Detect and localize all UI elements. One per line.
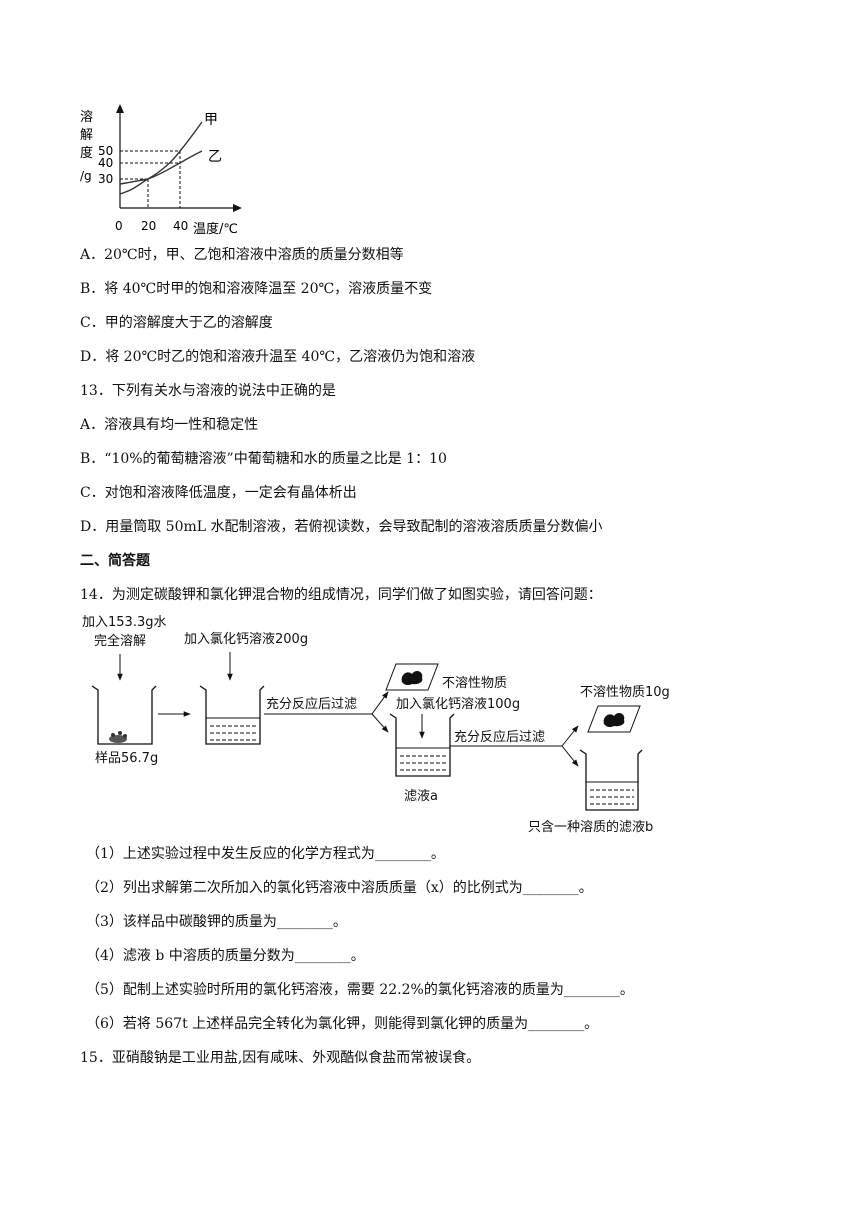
- graph-ylabel-1: 溶: [80, 110, 93, 125]
- q15-stem: 15．亚硝酸钠是工业用盐,因有咸味、外观酷似食盐而常被误食。: [80, 1050, 481, 1066]
- x-axis-label: 温度/℃: [193, 221, 238, 237]
- label-sample: 样品56.7g: [95, 751, 158, 766]
- graph-ylabel-3: 度: [80, 145, 93, 161]
- x-tick-20: 20: [141, 219, 156, 233]
- q14-sub-3: （3）该样品中碳酸钾的质量为________。: [86, 914, 347, 930]
- y-tick-40: 40: [98, 156, 113, 170]
- q13-option-d: D．用量筒取 50mL 水配制溶液，若俯视读数，会导致配制的溶液溶质质量分数偏小: [80, 519, 603, 535]
- label-react-filter-1: 充分反应后过滤: [266, 696, 357, 712]
- arrow-to-insoluble-2: [561, 725, 579, 747]
- q14-sub-4: （4）滤液 b 中溶质的质量分数为________。: [86, 948, 365, 964]
- q14-sub-1: （1）上述实验过程中发生反应的化学方程式为________。: [86, 846, 445, 862]
- q12-option-a: A．20℃时，甲、乙饱和溶液中溶质的质量分数相等: [80, 247, 404, 263]
- q14-sub-6: （6）若将 567t 上述样品完全转化为氯化钾，则能得到氯化钾的质量为_____…: [86, 1016, 599, 1032]
- label-filtrate-b: 只含一种溶质的滤液b: [528, 819, 653, 835]
- q14-sub-5: （5）配制上述实验时所用的氯化钙溶液，需要 22.2%的氯化钙溶液的质量为___…: [86, 982, 634, 998]
- graph-ylabel-2: 解: [80, 128, 93, 143]
- arrow-to-filtrate-b: [561, 745, 579, 767]
- q12-option-d: D．将 20℃时乙的饱和溶液升温至 40℃，乙溶液仍为饱和溶液: [80, 349, 476, 365]
- graph-ylabel-4: /g: [80, 169, 92, 183]
- label-insoluble-1: 不溶性物质: [442, 676, 507, 691]
- solution-3: [396, 747, 450, 771]
- label-add-cacl2-100: 加入氯化钙溶液100g: [396, 697, 520, 712]
- arrow-to-insoluble-1: [371, 691, 389, 715]
- solution-4: [586, 781, 638, 805]
- beaker-3: [389, 713, 455, 777]
- label-react-filter-2: 充分反应后过滤: [454, 729, 545, 745]
- series-label-yi: 乙: [208, 149, 222, 165]
- curve-jia: [119, 121, 203, 195]
- experiment-diagram: 加入153.3g水 完全溶解 样品56.7g 加入氯化钙溶液200g 充分反应后…: [82, 615, 670, 835]
- beaker-1: [91, 685, 157, 745]
- x-tick-0: 0: [115, 219, 123, 233]
- x-axis-arrow: [233, 204, 242, 212]
- section-title: 二、简答题: [80, 553, 150, 569]
- q12-option-b: B．将 40℃时甲的饱和溶液降温至 20℃，溶液质量不变: [80, 281, 433, 297]
- beaker-2: [199, 685, 265, 745]
- x-tick-40: 40: [173, 219, 188, 233]
- y-tick-50: 50: [98, 144, 113, 158]
- q14-stem: 14．为测定碳酸钾和氯化钾混合物的组成情况，同学们做了如图实验，请回答问题：: [80, 587, 602, 603]
- q13-option-b: B．“10%的葡萄糖溶液”中葡萄糖和水的质量之比是 1：10: [80, 451, 447, 467]
- precipitate-2: [603, 713, 625, 728]
- label-add-water: 加入153.3g水: [82, 615, 166, 630]
- q13-stem: 13．下列有关水与溶液的说法中正确的是: [80, 383, 336, 399]
- arrow-to-filtrate-a: [371, 713, 389, 733]
- label-dissolve: 完全溶解: [94, 633, 146, 649]
- precipitate-1: [401, 671, 423, 686]
- y-tick-30: 30: [98, 172, 113, 186]
- q13-option-c: C．对饱和溶液降低温度，一定会有晶体析出: [80, 485, 357, 501]
- curve-yi: [119, 150, 203, 185]
- y-axis-arrow: [116, 104, 124, 113]
- label-insoluble-2: 不溶性物质10g: [580, 685, 670, 700]
- solution-2: [206, 717, 260, 741]
- solubility-graph: 溶 解 度 /g 50 40 30 甲 乙 0 20 40 温度/℃: [80, 104, 242, 237]
- series-label-jia: 甲: [204, 112, 218, 128]
- q13-option-a: A．溶液具有均一性和稳定性: [80, 417, 259, 433]
- q14-sub-2: （2）列出求解第二次所加入的氯化钙溶液中溶质质量（x）的比例式为________…: [86, 880, 593, 896]
- q12-option-c: C．甲的溶解度大于乙的溶解度: [80, 315, 273, 331]
- label-add-cacl2-200: 加入氯化钙溶液200g: [184, 632, 308, 647]
- sample-solid: [109, 731, 127, 743]
- beaker-4: [579, 749, 643, 811]
- label-filtrate-a: 滤液a: [404, 789, 438, 804]
